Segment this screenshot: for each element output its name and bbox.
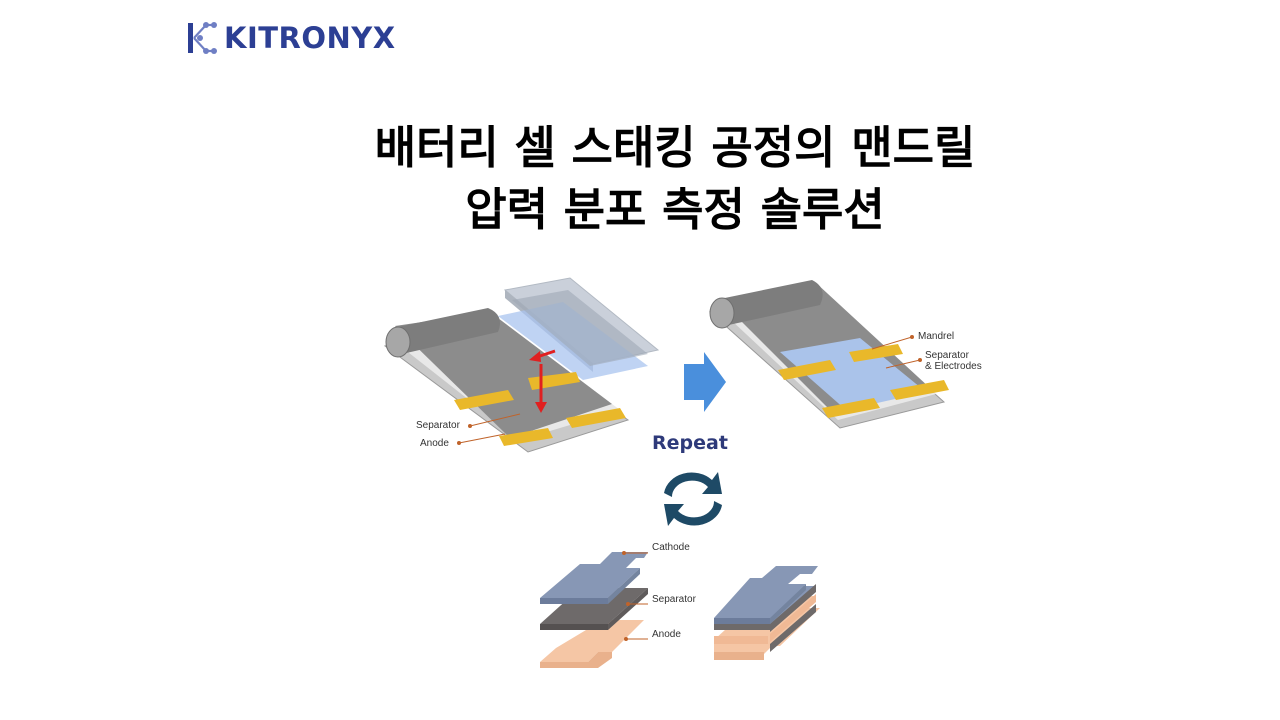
repeat-label: Repeat bbox=[652, 432, 728, 454]
logo-mark-icon bbox=[188, 22, 217, 54]
separator-layer bbox=[540, 588, 648, 630]
stacked-cell bbox=[714, 566, 820, 660]
right-yellow-clamps bbox=[778, 344, 949, 418]
cathode-layer bbox=[540, 552, 648, 604]
stack-cathode-label: Cathode bbox=[652, 542, 690, 553]
page-title-line-1: 배터리 셀 스태킹 공정의 맨드릴 bbox=[374, 121, 976, 174]
right-mandrel-assembly bbox=[708, 280, 949, 429]
exploded-cell-layers bbox=[540, 551, 648, 668]
right-electrodes-label: & Electrodes bbox=[925, 361, 982, 372]
page-title-line-2: 압력 분포 측정 솔루션 bbox=[465, 183, 885, 236]
logo-text: KITRONYX bbox=[224, 21, 396, 55]
right-mandrel-label: Mandrel bbox=[918, 331, 955, 342]
kitronyx-logo: KITRONYX bbox=[186, 18, 396, 58]
left-separator-label: Separator bbox=[416, 420, 460, 431]
next-step-arrow-icon bbox=[684, 352, 726, 412]
stack-separator-label: Separator bbox=[652, 594, 696, 605]
stack-anode-label: Anode bbox=[652, 629, 681, 640]
placement-arrows-icon bbox=[529, 349, 556, 413]
anode-layer bbox=[540, 620, 644, 668]
left-mandrel-assembly bbox=[383, 277, 660, 453]
left-anode-label: Anode bbox=[420, 438, 449, 449]
right-separator-label: Separator bbox=[925, 350, 969, 361]
repeat-cycle-icon bbox=[664, 472, 722, 526]
